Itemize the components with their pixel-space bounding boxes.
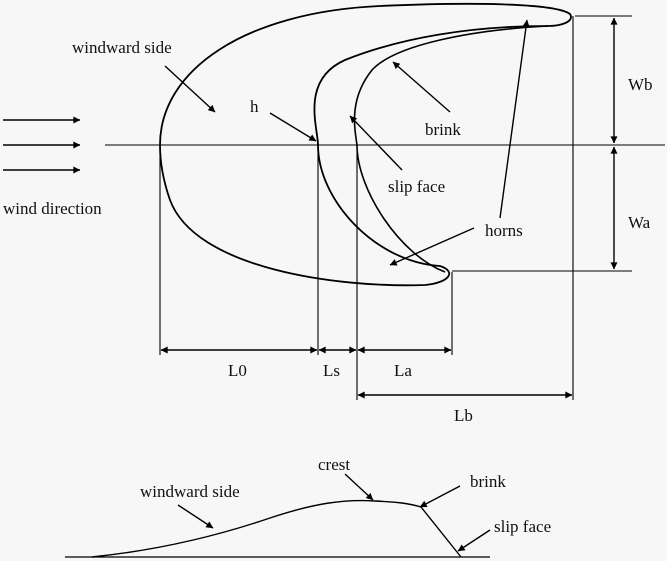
label-slip-face: slip face	[388, 177, 445, 196]
profile-outline	[91, 499, 462, 558]
label-crest: crest	[318, 455, 350, 474]
label-profile-brink: brink	[470, 472, 506, 491]
label-l0: L0	[228, 361, 247, 380]
leader-profile-slip-face	[457, 529, 491, 552]
leader-h	[269, 112, 317, 142]
dune-outer-outline	[159, 2, 572, 287]
label-horns: horns	[485, 221, 523, 240]
leader-horns-bottom	[389, 227, 475, 266]
label-lb: Lb	[454, 406, 473, 425]
leader-profile-brink	[419, 485, 461, 508]
leader-horns-top	[499, 19, 530, 219]
leader-profile-crest	[344, 473, 374, 501]
label-wb: Wb	[628, 75, 653, 94]
label-profile-windward-side: windward side	[140, 482, 240, 501]
leader-windward-side	[164, 65, 216, 113]
leader-profile-windward	[177, 504, 214, 529]
label-ls: Ls	[323, 361, 340, 380]
dune-brink-outline	[353, 25, 549, 273]
label-wa: Wa	[628, 213, 651, 232]
label-wind-direction: wind direction	[3, 199, 102, 218]
label-brink: brink	[425, 120, 461, 139]
leader-slip-face	[349, 115, 403, 171]
label-la: La	[394, 361, 412, 380]
label-profile-slip-face: slip face	[494, 517, 551, 536]
leader-brink	[392, 61, 451, 113]
label-windward-side: windward side	[72, 38, 172, 57]
label-h: h	[250, 97, 259, 116]
